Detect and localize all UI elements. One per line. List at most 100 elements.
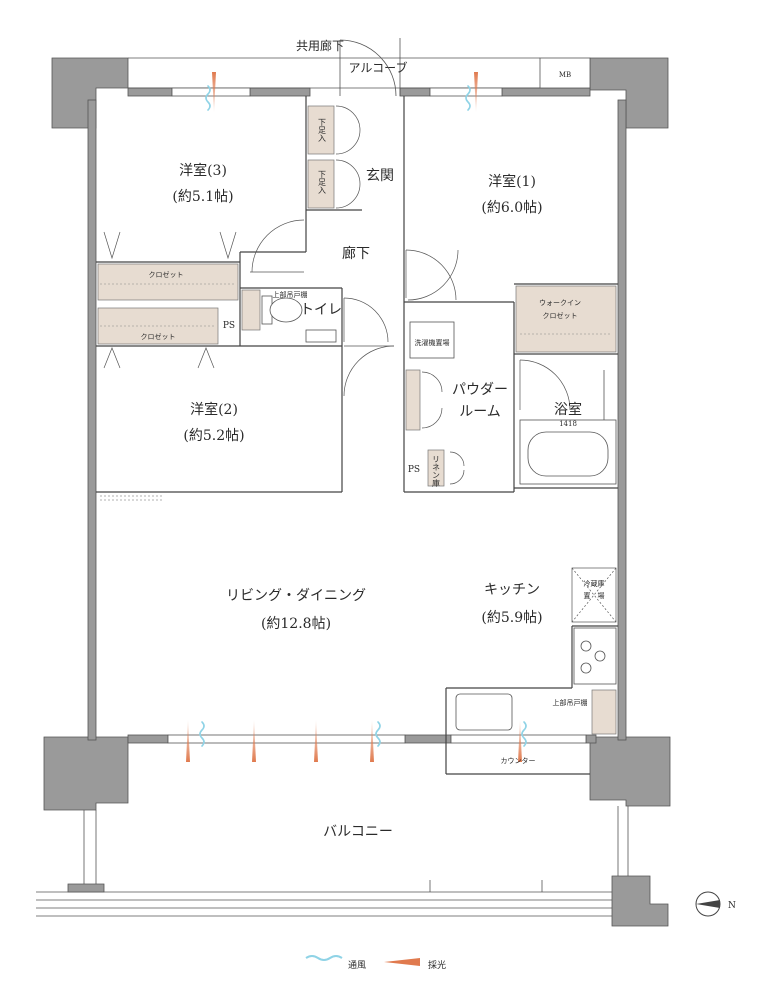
column-bottom-right [589,736,671,807]
ventilation-marker [375,721,381,747]
room-living-name: リビング・ダイニング [226,588,366,604]
compass: N [695,891,736,917]
closet-1 [97,263,239,301]
structural-walls [43,57,671,811]
closet-label: クロゼット [149,270,184,279]
column-bottom-left [43,736,129,811]
alcove-label: アルコーブ [349,60,408,75]
toilet-fixture [261,295,337,343]
toilet-upper-cabinet-label: 上部吊戸棚 [273,290,308,299]
daylight-marker [518,720,522,762]
closet-label-2: クロゼット [141,332,176,341]
walkin-label-1: ウォークイン [539,299,581,307]
counter-label: カウンター [501,756,536,765]
column-top-right [589,57,669,129]
powder-shelf [405,369,421,431]
daylight-marker [314,720,318,762]
room-toilet: トイレ [300,302,342,318]
daylight-marker [252,720,256,762]
fridge-label-1: 冷蔵庫 [584,579,605,588]
room-balcony: バルコニー [323,824,393,840]
fridge-space [571,567,617,623]
mb-label: MB [559,71,571,79]
washer-label: 洗濯機置場 [415,338,450,347]
compass-needle-icon [696,900,720,908]
wall-top-4 [501,87,591,97]
ventilation-marker [205,85,211,111]
wall-bottom-2 [404,734,452,744]
shoe-storage-label-2: 下足入 [318,170,327,194]
living-window [167,734,587,744]
wall-bottom-1 [127,734,169,744]
ventilation-marker [199,721,205,747]
bath-code: 1418 [559,420,577,428]
fridge-label-2: 置 場 [584,591,605,600]
legend: 通風 採光 [305,955,446,971]
cooktop [573,627,617,685]
room-kitchen-size: (約5.9帖) [481,610,542,626]
legend-daylight: 採光 [428,959,446,971]
room-powder-line1: パウダー [452,382,508,398]
room-corridor: 廊下 [342,245,370,262]
room-entrance: 玄関 [366,167,394,184]
room-western2-name: 洋室(2) [190,401,238,418]
ps-label-1: PS [223,321,235,331]
shoe-storage-1 [307,105,335,155]
ventilation-markers [199,85,527,747]
entrance-door [339,39,397,97]
daylight-marker [212,72,216,112]
kitchen-upper-cabinet-label: 上部吊戸棚 [553,698,588,707]
shoe-storage-doors [335,105,361,209]
toilet-cabinet [241,289,261,331]
legend-ventilation: 通風 [348,960,366,971]
shoe-storage-label-1: 下足入 [318,118,327,142]
room-bath: 浴室 [554,401,582,418]
washer-area [409,321,455,359]
walkin-label-2: クロゼット [543,311,578,320]
interior-walls [96,96,618,775]
balcony-corner-left [67,883,105,893]
kitchen-sink [455,693,513,731]
mb-box [539,57,591,89]
wall-left [87,99,97,741]
detail-labels: クロゼット クロゼット ウォークイン クロゼット 下足入 下足入 上部吊戸棚 上… [141,118,605,765]
wall-top-1 [127,87,173,97]
balcony-corner [611,875,669,927]
daylight-marker [186,720,190,762]
balcony-rails [36,806,629,917]
room-western3-name: 洋室(3) [179,162,227,179]
room-kitchen-name: キッチン [484,582,540,598]
room-doors [250,219,571,485]
room-western1-name: 洋室(1) [488,173,536,190]
ps-label-2: PS [408,465,420,475]
closet-rails [100,283,612,335]
ventilation-marker [521,721,527,747]
room-labels: 洋室(3) (約5.1帖) 洋室(1) (約6.0帖) 洋室(2) (約5.2帖… [172,162,582,840]
room-western3-size: (約5.1帖) [172,189,233,205]
daylight-markers [186,72,522,762]
shoe-storage-2 [307,159,335,209]
closet-doors [103,231,237,369]
ventilation-marker [465,85,471,111]
ventilation-legend-icon [305,955,343,961]
wall-top-3 [399,87,431,97]
common-corridor-label: 共用廊下 [296,38,344,53]
wall-right [617,99,627,741]
room-living-size: (約12.8帖) [261,616,331,632]
room-western2-size: (約5.2帖) [183,428,244,444]
kitchen-upper-cabinet [591,689,617,735]
walkin-closet [515,285,617,353]
room-powder-line2: ルーム [459,404,501,420]
bathtub [519,419,617,485]
compass-label: N [728,901,736,911]
linen-label: リネン庫 [432,455,441,488]
daylight-marker [474,72,478,112]
wall-top-2 [249,87,311,97]
sliding-partition [100,495,164,501]
room-western1-size: (約6.0帖) [481,200,542,216]
wall-bottom-3 [585,734,597,744]
daylight-legend-icon [384,958,420,966]
linen-storage [427,449,445,487]
top-windows [171,87,503,97]
